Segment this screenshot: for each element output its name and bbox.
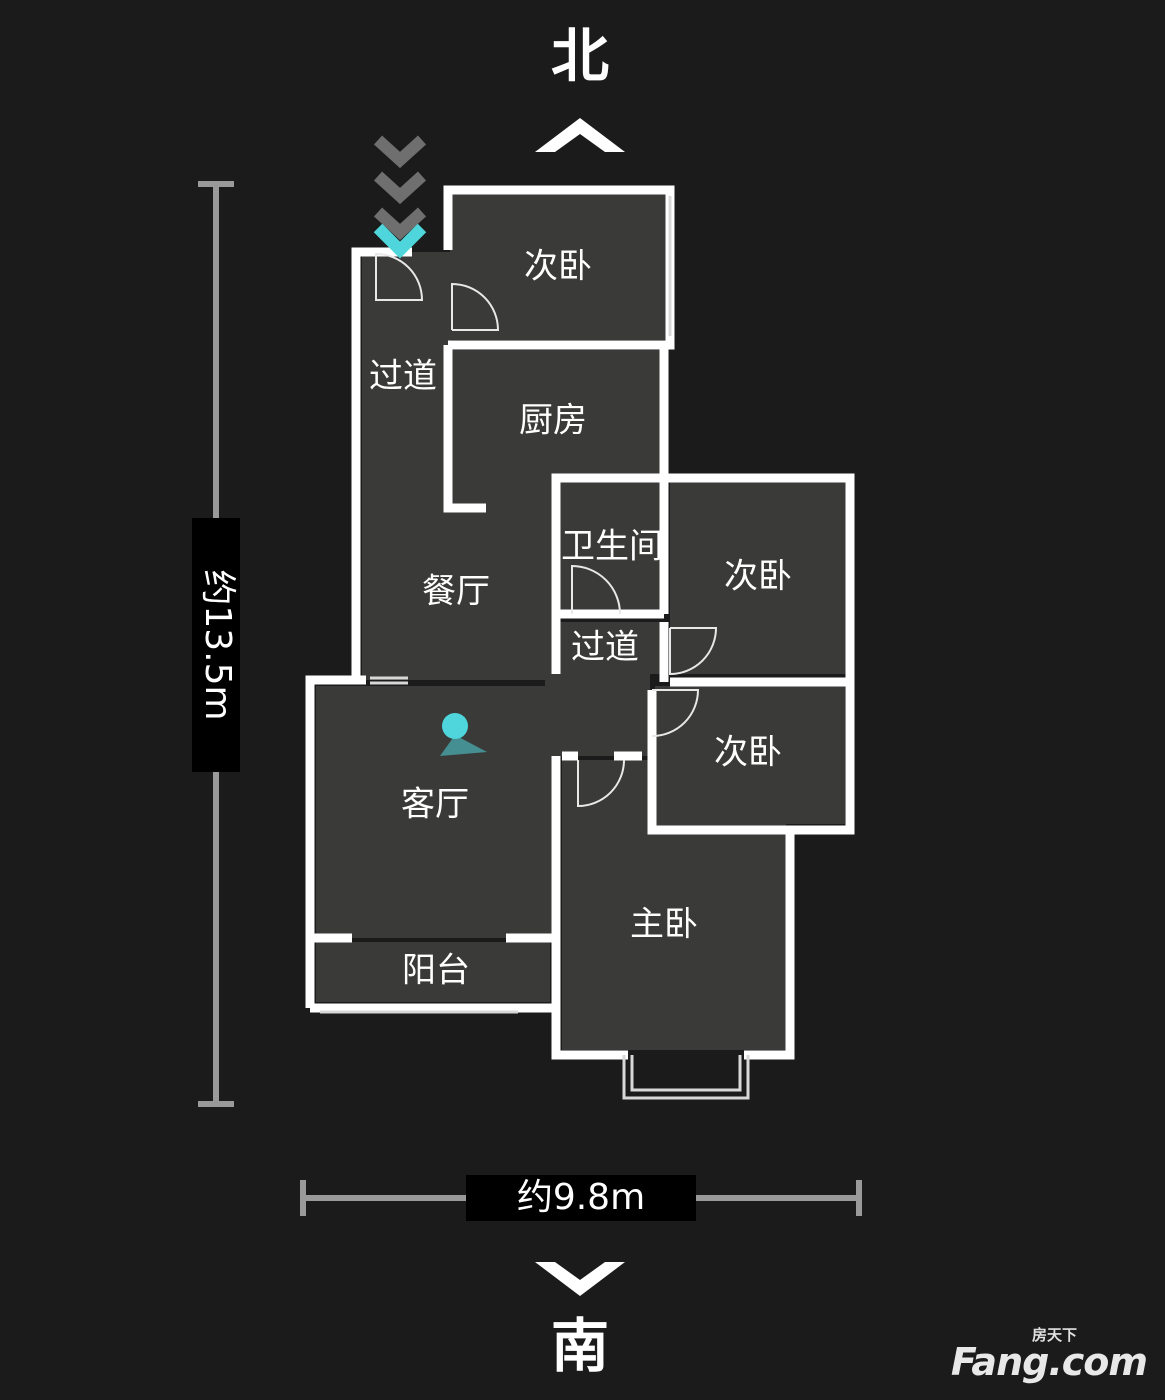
camera-viewpoint-icon[interactable] bbox=[440, 713, 487, 756]
doors bbox=[375, 252, 718, 808]
room-label-bathroom: 卫生间 bbox=[561, 527, 663, 567]
width-dimension-label: 约9.8m bbox=[517, 1177, 645, 1218]
watermark-logo: Fang.com bbox=[950, 1340, 1148, 1384]
room-floors bbox=[316, 192, 848, 1050]
room-label-kitchen: 厨房 bbox=[519, 401, 587, 441]
room-label-balcony: 阳台 bbox=[402, 951, 470, 991]
walls bbox=[305, 185, 855, 1060]
room-label-bedroom-east-lower: 次卧 bbox=[714, 733, 782, 773]
south-arrow-icon bbox=[535, 1262, 625, 1296]
height-dimension: 约13.5m bbox=[192, 181, 240, 1107]
compass-south-label: 南 bbox=[551, 1312, 609, 1380]
room-label-master-bedroom: 主卧 bbox=[630, 905, 698, 945]
watermark-subtitle: 房天下 bbox=[1031, 1326, 1077, 1344]
room-label-bedroom-north: 次卧 bbox=[524, 247, 592, 287]
fang-watermark: 房天下 Fang.com bbox=[951, 1324, 1148, 1384]
windows bbox=[320, 196, 750, 1100]
north-arrow-icon bbox=[535, 118, 625, 152]
entrance-chevrons-icon bbox=[373, 135, 427, 259]
room-label-dining: 餐厅 bbox=[422, 572, 490, 612]
width-dimension: 约9.8m bbox=[300, 1175, 862, 1221]
room-label-corridor-center: 过道 bbox=[571, 628, 639, 668]
compass-north-label: 北 bbox=[551, 22, 609, 90]
height-dimension-label: 约13.5m bbox=[197, 569, 238, 720]
room-label-corridor-west: 过道 bbox=[369, 357, 437, 397]
room-label-living: 客厅 bbox=[401, 785, 469, 825]
room-label-bedroom-east-upper: 次卧 bbox=[724, 557, 792, 597]
